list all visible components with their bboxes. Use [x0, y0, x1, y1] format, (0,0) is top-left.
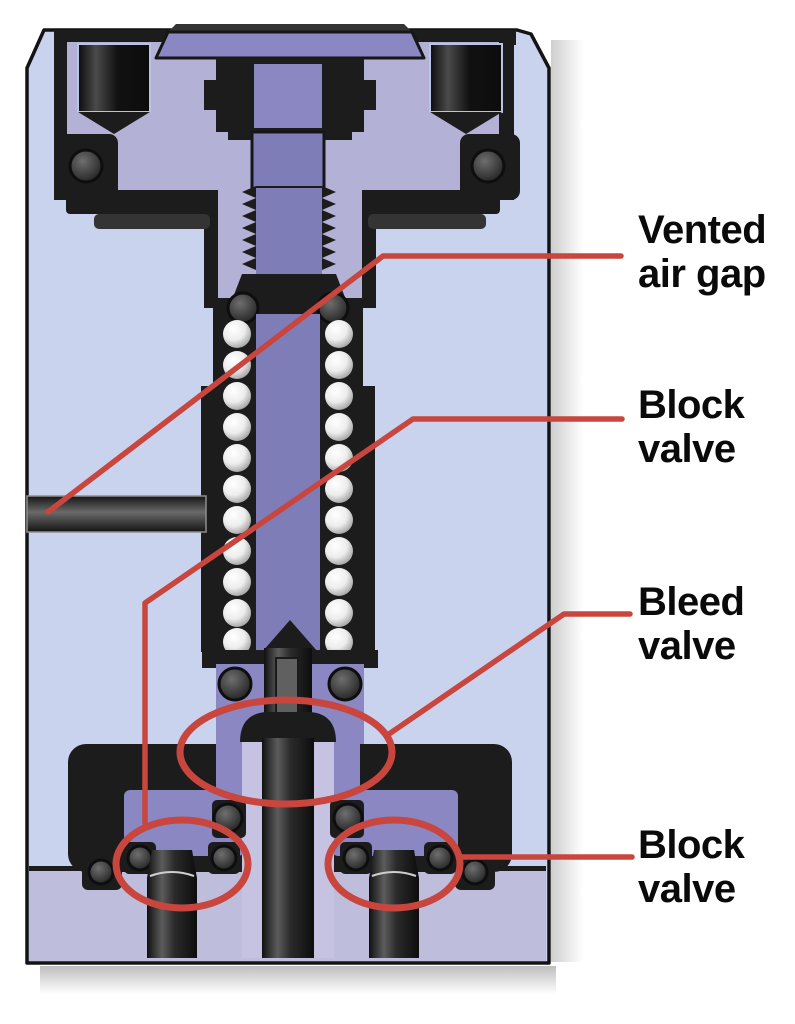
o-ring-block-left-a — [126, 844, 154, 872]
callout-ellipse-block-valve-right — [324, 816, 464, 912]
bleed-poppet-tip — [262, 620, 318, 652]
callouts — [45, 253, 635, 912]
callout-line-block-valve-upper — [142, 416, 625, 826]
o-ring-spring-top-left — [226, 291, 260, 325]
label-block-valve-upper-line1: Block — [638, 383, 745, 427]
bleed-channel-left — [242, 742, 264, 958]
spring-assembly — [201, 291, 378, 668]
vent-port — [26, 495, 207, 533]
label-vented-air-gap-line2: air gap — [638, 252, 766, 296]
adjuster-nut — [254, 64, 322, 128]
label-bleed-valve-line2: valve — [638, 624, 736, 668]
o-ring-bonnet-left — [68, 148, 104, 184]
block-valve-left — [124, 842, 240, 958]
o-ring-bleed-left — [217, 666, 253, 702]
o-ring-block-right-a — [342, 844, 370, 872]
stem-upper — [250, 130, 326, 192]
label-block-valve-lower-line2: valve — [638, 867, 736, 911]
label-block-valve-upper-line2: valve — [638, 427, 736, 471]
callout-ellipse-block-valve-left — [112, 816, 252, 912]
o-ring-outer-left — [87, 858, 115, 886]
callout-line-vented-air-gap — [45, 253, 624, 515]
adjusting-stem-threads — [232, 130, 346, 300]
cap-disc — [154, 30, 426, 60]
o-ring-block-right-b — [426, 844, 454, 872]
o-ring-bonnet-right — [470, 148, 506, 184]
block-pipe-left — [147, 850, 197, 958]
label-block-valve-lower: Block valve — [638, 823, 745, 911]
callout-ellipse-bleed-valve — [176, 696, 396, 808]
bleed-pipe — [262, 738, 314, 958]
label-bleed-valve-line1: Bleed — [638, 580, 745, 624]
body-bottom-shadow — [40, 966, 556, 994]
block-pipe-right — [369, 850, 419, 958]
spring-coils — [223, 320, 353, 656]
bleed-seat — [240, 712, 336, 742]
label-bleed-valve: Bleed valve — [638, 580, 745, 668]
spindle — [256, 314, 320, 650]
callout-line-bleed-valve — [386, 611, 633, 737]
bonnet-bolt-left — [77, 43, 151, 134]
o-ring-block-left-b — [210, 844, 238, 872]
o-ring-outer-right — [461, 858, 489, 886]
label-block-valve-upper: Block valve — [638, 383, 745, 471]
bleed-channel-right — [312, 742, 334, 958]
o-ring-bleed-right — [327, 666, 363, 702]
block-valve-right — [340, 842, 456, 958]
bonnet-bolt-right — [429, 43, 503, 134]
label-vented-air-gap: Vented air gap — [638, 208, 767, 296]
body-right-shadow — [551, 40, 583, 962]
label-vented-air-gap-line1: Vented — [638, 208, 767, 252]
label-block-valve-lower-line1: Block — [638, 823, 745, 867]
